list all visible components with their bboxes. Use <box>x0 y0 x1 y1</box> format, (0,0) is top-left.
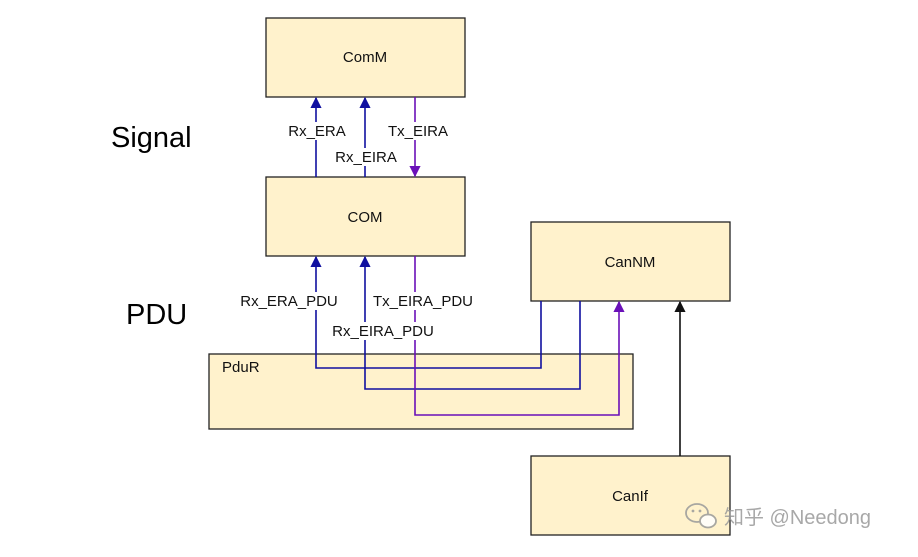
rx-era-label-bg <box>284 122 350 140</box>
pdur-label: PduR <box>222 359 260 376</box>
rx-era-pdu-label-bg <box>236 292 342 310</box>
rx-eira-label-bg <box>330 148 402 166</box>
watermark-text: 知乎 @Needong <box>724 506 871 529</box>
canif-label: CanIf <box>612 488 649 505</box>
rx-era-pdu-route <box>310 255 542 369</box>
watermark: 知乎 @Needong <box>685 503 871 529</box>
comm-label: ComM <box>343 49 387 66</box>
pdur-box <box>208 353 634 430</box>
com-label: COM <box>348 209 383 226</box>
rx-era-pdu-label: Rx_ERA_PDU <box>240 293 338 310</box>
rx-era-label: Rx_ERA <box>288 123 346 140</box>
chat-bubble-icon <box>685 503 717 529</box>
rx-eira-label: Rx_EIRA <box>335 149 397 166</box>
pdu-layer-label: PDU <box>126 299 187 331</box>
tx-eira-pdu-label: Tx_EIRA_PDU <box>373 293 473 310</box>
cannm-label: CanNM <box>605 254 656 271</box>
signal-layer-label: Signal <box>111 122 192 154</box>
tx-eira-label: Tx_EIRA <box>388 123 448 140</box>
tx-eira-pdu-label-bg <box>368 292 478 310</box>
com-box <box>265 176 466 257</box>
tx-eira-label-bg <box>383 122 453 140</box>
comm-box <box>265 17 466 98</box>
rx-eira-pdu-label: Rx_EIRA_PDU <box>332 323 434 340</box>
cannm-box <box>530 221 731 302</box>
rx-eira-pdu-label-bg <box>328 322 438 340</box>
